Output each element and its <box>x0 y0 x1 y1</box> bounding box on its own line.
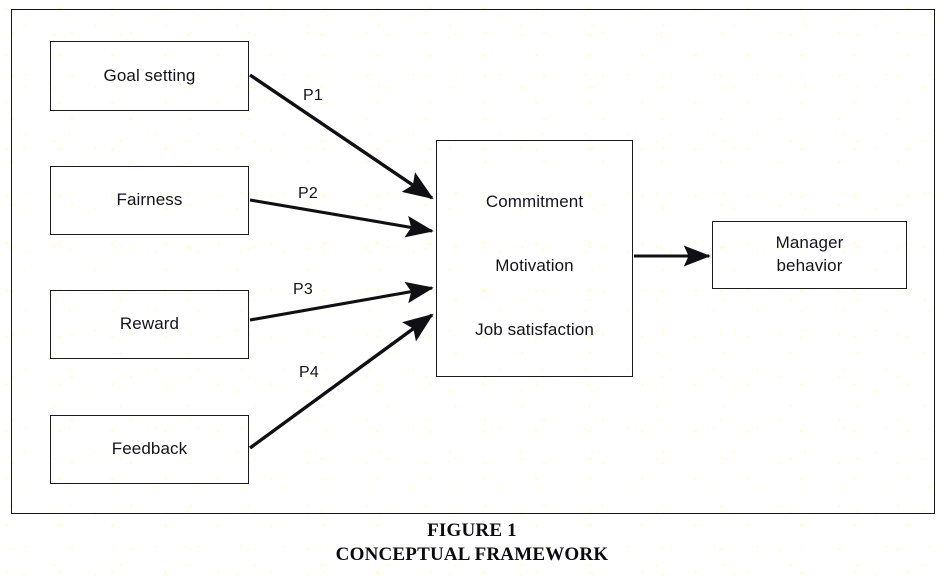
node-goal-setting-label: Goal setting <box>103 65 196 85</box>
mediator-line-commitment: Commitment <box>485 192 584 211</box>
node-fairness-label: Fairness <box>116 190 183 210</box>
figure-caption-title: FIGURE 1 <box>427 520 517 541</box>
edge-label-p2: P2 <box>298 185 318 202</box>
node-fairness[interactable]: Fairness <box>50 166 249 235</box>
figure-caption-subtitle: CONCEPTUAL FRAMEWORK <box>335 544 609 566</box>
node-feedback-label: Feedback <box>111 439 188 459</box>
node-manager-behavior-label-line-1: Manager <box>775 233 844 253</box>
edge-label-p4: P4 <box>299 364 319 381</box>
figure-border <box>11 9 935 514</box>
mediator-line-job-satisfaction: Job satisfaction <box>475 319 594 339</box>
node-reward[interactable]: Reward <box>50 290 249 359</box>
node-goal-setting[interactable]: Goal setting <box>50 41 249 111</box>
node-manager-behavior[interactable]: Manager behavior <box>712 221 907 289</box>
edge-label-p1: P1 <box>303 87 323 104</box>
mediator-line-motivation: Motivation <box>495 255 574 275</box>
node-manager-behavior-label-line-2: behavior <box>776 256 843 275</box>
node-reward-label: Reward <box>119 314 180 334</box>
node-feedback[interactable]: Feedback <box>50 415 249 484</box>
node-mediating-states[interactable]: Commitment Motivation Job satisfaction <box>436 140 633 377</box>
edge-label-p3: P3 <box>293 281 313 298</box>
figure-caption: FIGURE 1 CONCEPTUAL FRAMEWORK <box>0 519 944 568</box>
